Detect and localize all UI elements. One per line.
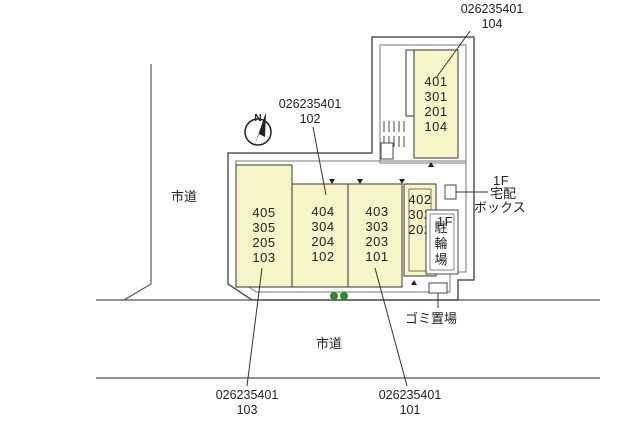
arrow-marker [357, 179, 363, 184]
unit-302: 302 [408, 207, 431, 222]
road-label-bottom: 市道 [316, 336, 342, 351]
road-label-left: 市道 [171, 189, 197, 204]
stairs-landing [380, 142, 394, 160]
arrow-marker [428, 162, 434, 167]
callout-bottom-left-code: 026235401 [216, 388, 279, 402]
garbage-area [428, 282, 448, 294]
callout-top-right-code: 026235401 [461, 2, 524, 16]
unit-301: 301 [424, 89, 447, 104]
callout-top-right-leader [435, 30, 471, 79]
unit-401: 401 [424, 74, 447, 89]
tree-icon [330, 292, 338, 300]
unit-201: 201 [424, 104, 447, 119]
unit-203: 203 [365, 234, 388, 249]
building-404-102 [291, 183, 349, 288]
callout-bottom-left-unit: 103 [237, 403, 258, 417]
building-405-103 [235, 164, 293, 288]
unit-205: 205 [252, 235, 275, 250]
building-401-strip [405, 49, 415, 117]
unit-405: 405 [252, 205, 275, 220]
unit-204: 204 [311, 234, 334, 249]
delivery-box-floor: 1F [493, 173, 509, 188]
bicycle-parking [425, 209, 459, 275]
delivery-box-label-1: 宅配 [490, 186, 516, 201]
compass-letter: N [254, 113, 261, 124]
unit-304: 304 [311, 219, 334, 234]
callout-bottom-left-leader [246, 267, 263, 387]
unit-403: 403 [365, 204, 388, 219]
compass-north-icon: N [244, 112, 272, 147]
unit-404: 404 [311, 204, 334, 219]
delivery-box-label-2: ボックス [474, 200, 526, 215]
callout-bottom-right-unit: 101 [400, 403, 421, 417]
site-boundary [227, 36, 475, 301]
unit-102: 102 [311, 249, 334, 264]
callout-mid-code: 026235401 [279, 97, 342, 111]
compass-needle [254, 112, 266, 147]
unit-104: 104 [424, 119, 447, 134]
garbage-label: ゴミ置場 [405, 311, 457, 326]
unit-103: 103 [252, 250, 275, 265]
callout-mid-leader [312, 126, 327, 196]
callout-bottom-right-code: 026235401 [379, 388, 442, 402]
callout-mid-unit: 102 [300, 112, 321, 126]
arrow-marker [411, 280, 417, 285]
bicycle-parking-floor: 1F [437, 214, 453, 229]
callout-top-right-unit: 104 [482, 17, 503, 31]
arrow-marker [329, 179, 335, 184]
unit-303: 303 [365, 219, 388, 234]
callout-bottom-right-leader [374, 267, 408, 387]
bicycle-parking-char-3: 場 [434, 252, 447, 267]
tree-icon [340, 292, 348, 300]
bicycle-parking-char-2: 輪 [434, 236, 447, 251]
unit-101: 101 [365, 249, 388, 264]
unit-402: 402 [408, 192, 431, 207]
bicycle-parking-inner [429, 213, 455, 271]
arrow-marker [399, 179, 405, 184]
delivery-box [444, 184, 457, 200]
building-401-104 [413, 49, 459, 159]
bicycle-parking-char-1: 駐 [434, 220, 447, 235]
road-left-curve [123, 283, 152, 301]
unit-202: 202 [408, 222, 431, 237]
unit-305: 305 [252, 220, 275, 235]
